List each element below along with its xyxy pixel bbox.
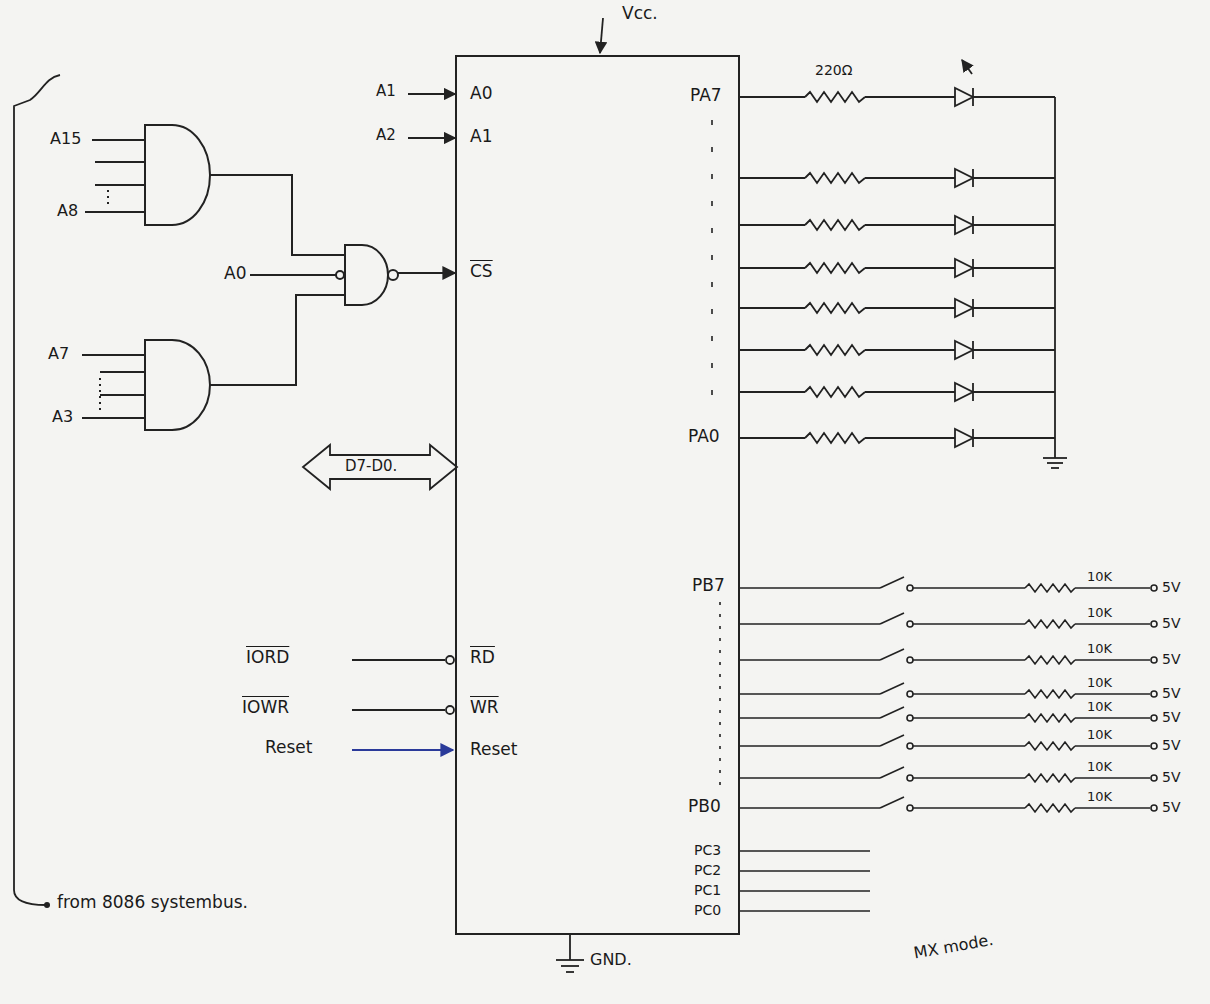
bus-bracket: [14, 75, 60, 905]
pin-ellipsis: [719, 602, 721, 790]
led-row: [740, 259, 1055, 277]
pin-name: PA7: [688, 86, 724, 106]
pin-name: CS: [468, 262, 495, 282]
led-row: [740, 88, 1055, 106]
address-label: A1: [374, 83, 398, 100]
bus-dot: [44, 902, 50, 908]
led-row: [740, 341, 1055, 359]
address-label: A7: [46, 345, 71, 363]
led-row: [740, 299, 1055, 317]
ground-symbol: [556, 935, 584, 972]
supply-label: 5V: [1160, 799, 1182, 815]
pin-name: PB7: [690, 576, 727, 596]
reset-wire: [352, 749, 453, 751]
nand-gate: [250, 245, 455, 305]
port-c-wires: [740, 851, 870, 911]
resistor-value: 220Ω: [813, 62, 854, 78]
pin-name: PC1: [692, 882, 723, 898]
led-row: [740, 429, 1055, 447]
pin-ellipsis: [711, 120, 713, 415]
address-label: A0: [222, 264, 248, 284]
supply-label: 5V: [1160, 769, 1182, 785]
pin-name: PC0: [692, 902, 723, 918]
bus-label: D7-D0.: [343, 458, 399, 475]
pin-name: PB0: [686, 797, 723, 817]
resistor-value: 10K: [1085, 642, 1114, 657]
resistor-value: 10K: [1085, 676, 1114, 691]
address-wire: [408, 93, 455, 95]
led-ground-rail: [962, 60, 1067, 468]
address-wire: [408, 137, 455, 139]
supply-label: 5V: [1160, 579, 1182, 595]
address-label: A2: [374, 127, 398, 144]
resistor-value: 10K: [1085, 700, 1114, 715]
note-label: MX mode.: [910, 930, 996, 963]
and-gate: [85, 125, 345, 255]
control-wires: [352, 656, 454, 714]
address-label: A3: [50, 408, 75, 426]
ic-8255-chip: A0A1CS RD WR Reset PA7PA0PB7PB0PC3PC2PC1PC0: [455, 55, 740, 935]
ground-label: GND.: [588, 951, 634, 969]
address-label: A8: [55, 202, 80, 220]
data-bus-arrow: [303, 445, 457, 489]
supply-label: 5V: [1160, 685, 1182, 701]
pin-name: RD: [468, 648, 497, 668]
pin-name: Reset: [468, 740, 520, 760]
pin-name: WR: [468, 698, 501, 718]
signal-label: Reset: [263, 738, 315, 758]
supply-label: 5V: [1160, 737, 1182, 753]
pin-name: A0: [468, 84, 494, 104]
address-label: A15: [48, 130, 83, 148]
signal-label: IOWR: [240, 698, 291, 718]
led-row: [740, 216, 1055, 234]
led-row: [740, 383, 1055, 401]
supply-label: 5V: [1160, 709, 1182, 725]
signal-label: IORD: [244, 648, 291, 668]
supply-label: Vcc.: [620, 4, 660, 24]
resistor-value: 10K: [1085, 728, 1114, 743]
vcc-arrow: [600, 18, 603, 53]
pin-name: PA0: [686, 427, 722, 447]
led-row: [740, 169, 1055, 187]
resistor-value: 10K: [1085, 760, 1114, 775]
pin-name: PC2: [692, 862, 723, 878]
resistor-value: 10K: [1085, 606, 1114, 621]
supply-label: 5V: [1160, 615, 1182, 631]
resistor-value: 10K: [1085, 790, 1114, 805]
pin-name: A1: [468, 127, 494, 147]
resistor-value: 10K: [1085, 570, 1114, 585]
supply-label: 5V: [1160, 651, 1182, 667]
pin-name: PC3: [692, 842, 723, 858]
and-gate: [82, 295, 345, 430]
note-label: from 8086 systembus.: [55, 893, 250, 913]
